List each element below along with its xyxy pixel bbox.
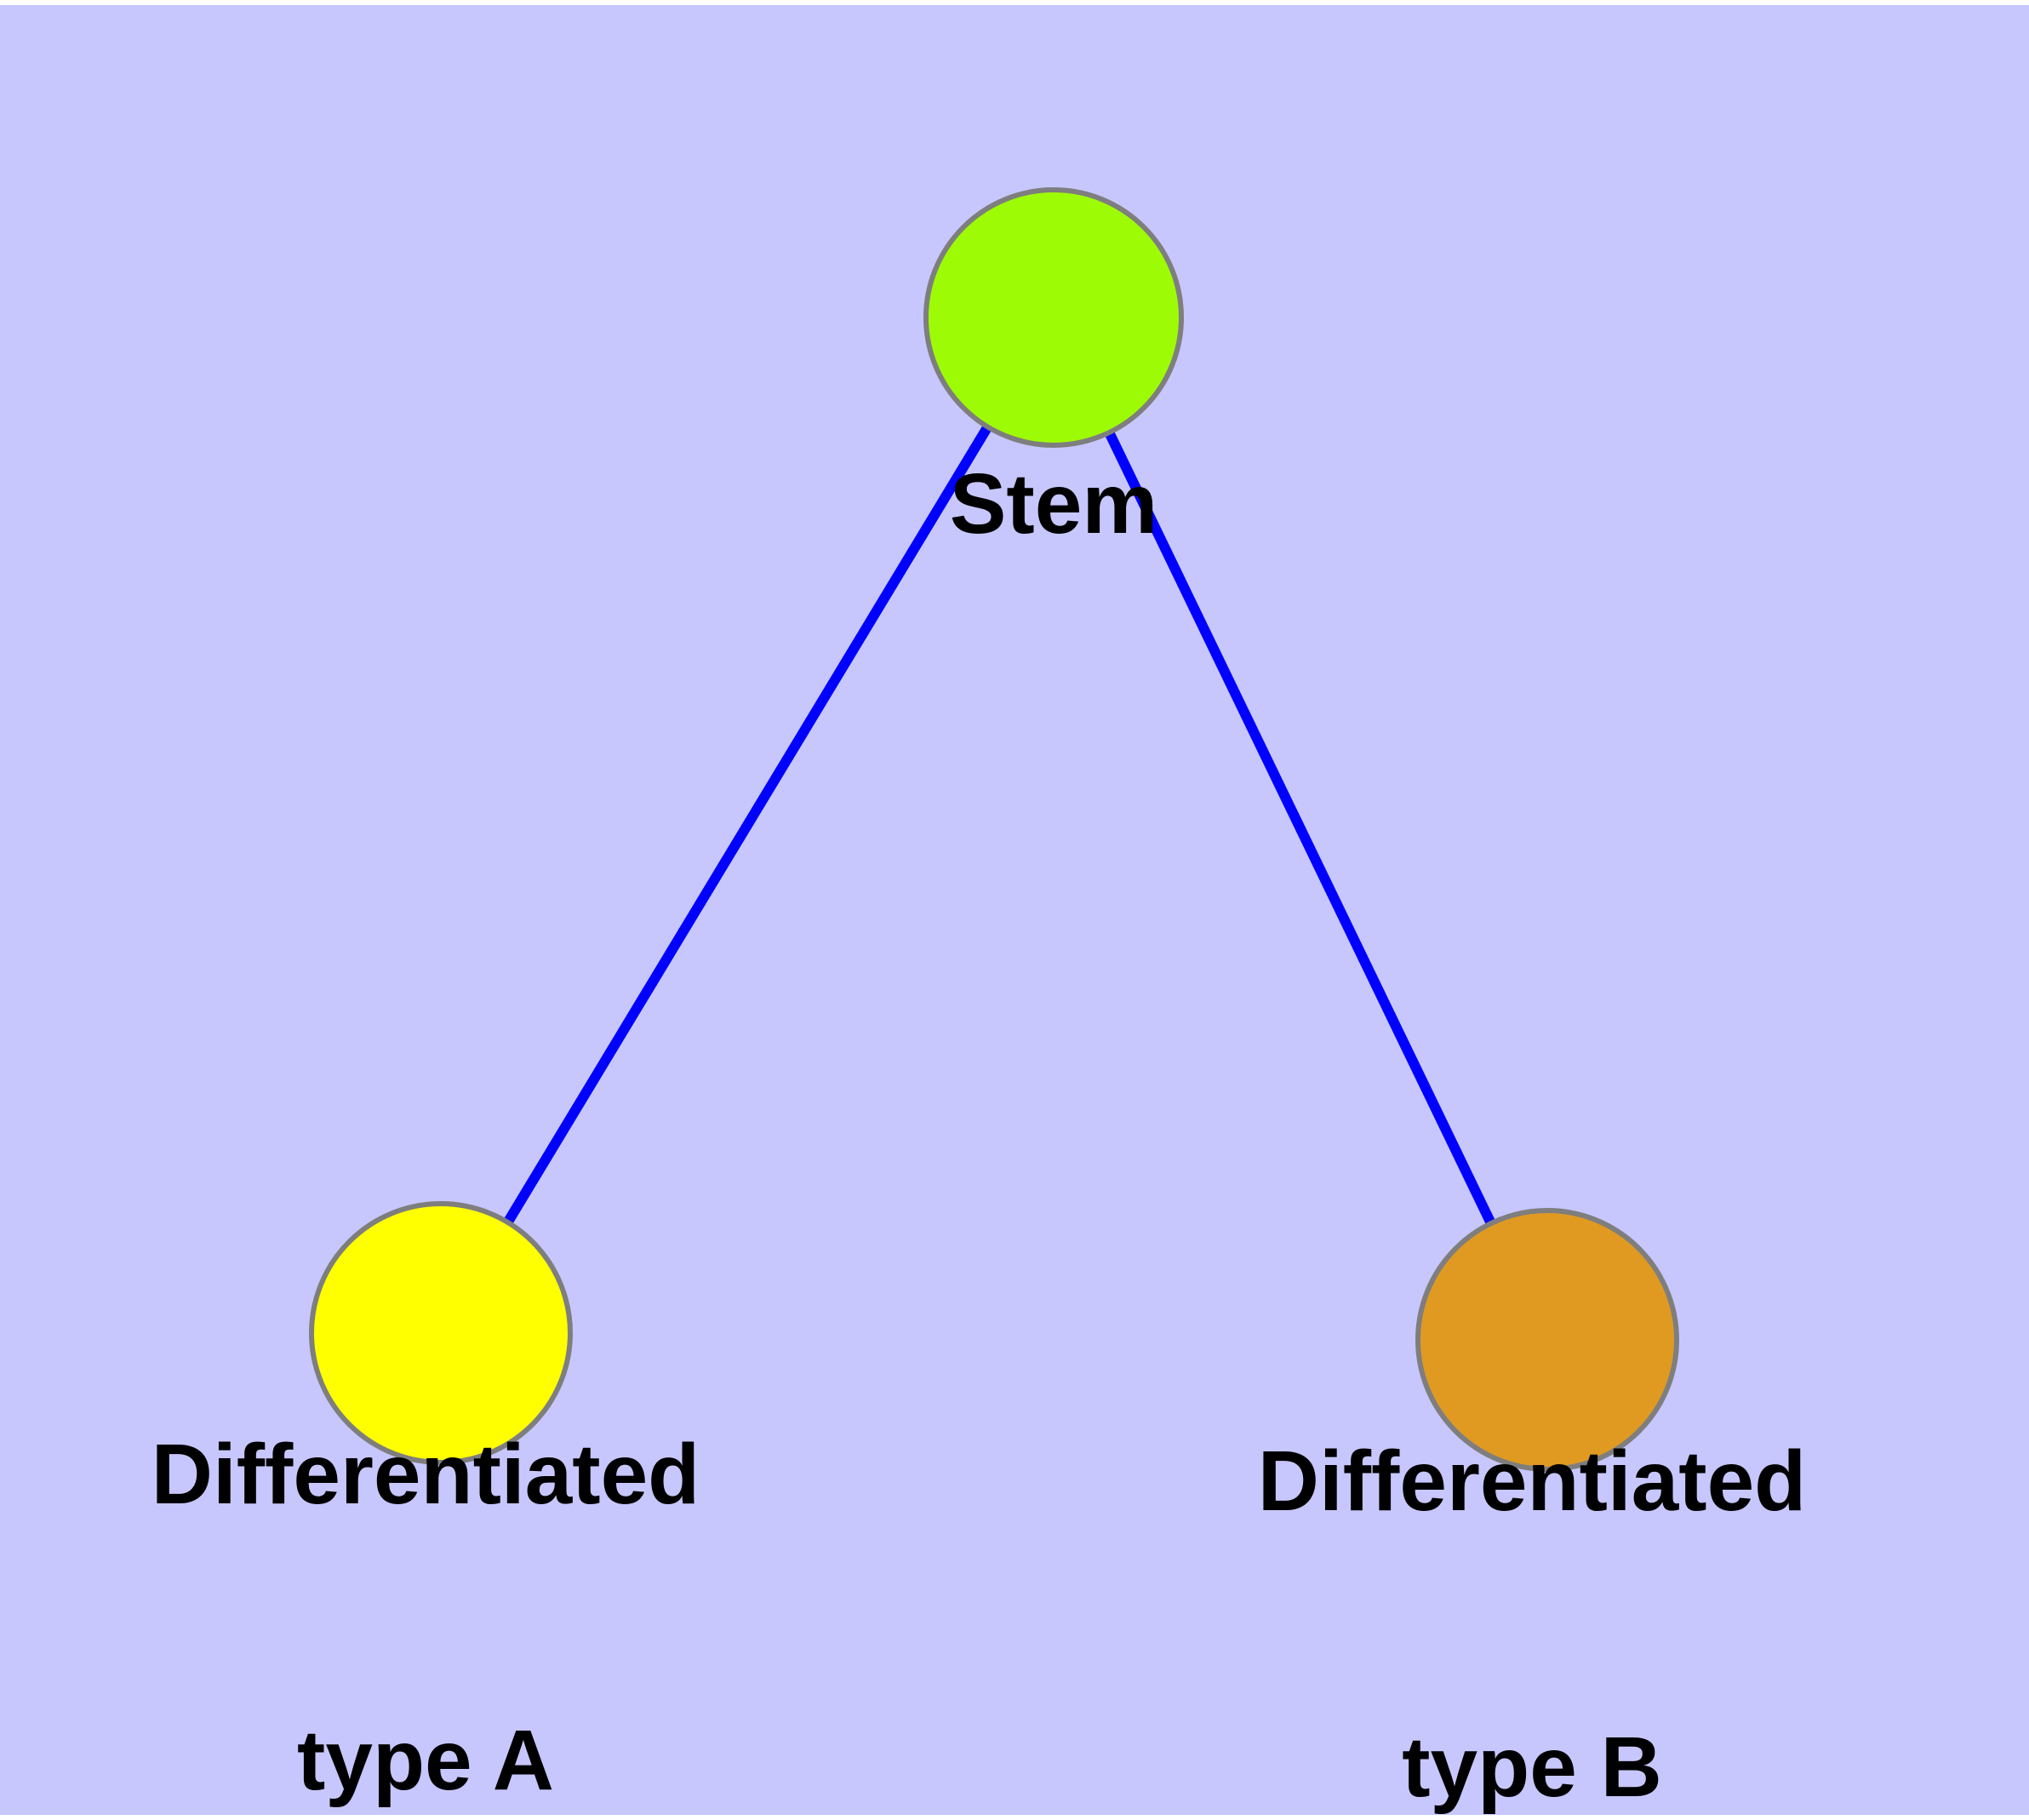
edge-layer [436, 314, 1552, 1342]
node-differentiated-type-a[interactable] [309, 1201, 573, 1465]
edge-stem-to-differentiated-a[interactable] [436, 314, 1059, 1336]
node-stem[interactable] [923, 187, 1184, 448]
node-layer [309, 187, 1679, 1472]
edge-stem-to-differentiated-b[interactable] [1049, 315, 1552, 1342]
node-differentiated-type-b[interactable] [1415, 1208, 1679, 1472]
